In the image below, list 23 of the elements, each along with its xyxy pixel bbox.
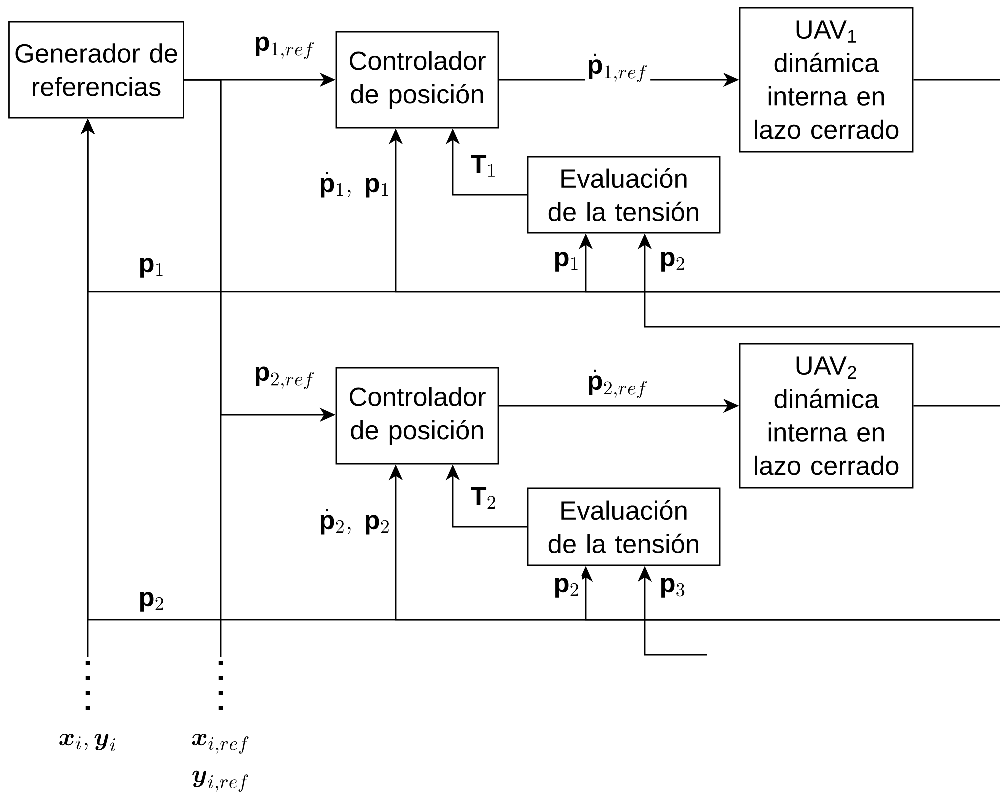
block-box: Controlador de posición <box>336 367 500 465</box>
block-box: UAV$_{2}$ dinámica interna en lazo cerrado <box>739 343 914 489</box>
edge-label: $\mathbf{p}_3$ <box>658 576 688 600</box>
block-box: Evaluación de la tensión <box>527 488 721 566</box>
edge-label: $\mathbf{p}_2$ <box>552 576 582 600</box>
block-box: Controlador de posición <box>336 31 500 129</box>
edge-label: $\dot{\mathbf{p}}_{2,ref}$ <box>585 368 651 400</box>
edge-label: $\mathbf{p}_{2,ref}$ <box>252 364 318 392</box>
signal-label: $\boldsymbol{x}_i, \boldsymbol{y}_i$ <box>60 661 116 752</box>
block-box: UAV$_{1}$ dinámica interna en lazo cerrado <box>739 7 914 153</box>
edge-label: $\dot{\mathbf{p}}_1,\ \mathbf{p}_1$ <box>317 170 393 200</box>
edge-label: $\mathbf{p}_1$ <box>552 250 582 274</box>
block-box: Generador de referencias <box>8 21 184 119</box>
edge-label: $\dot{\mathbf{p}}_2,\ \mathbf{p}_2$ <box>317 507 393 537</box>
edge-label: $\mathbf{T}_1$ <box>468 153 500 179</box>
edge-label: $\mathbf{p}_2$ <box>658 250 688 274</box>
edge-label: $\dot{\mathbf{p}}_{1,ref}$ <box>585 52 651 84</box>
edge-label: $\mathbf{p}_1$ <box>136 256 168 280</box>
edge-label: $\mathbf{p}_{1,ref}$ <box>252 34 318 62</box>
edge-label: $\mathbf{T}_2$ <box>468 485 500 511</box>
block-box: Evaluación de la tensión <box>527 156 721 234</box>
signal-label: $\boldsymbol{x}_{i,ref}$ $\boldsymbol{y}_{i,ref}$ <box>192 661 249 792</box>
edge-label: $\mathbf{p}_2$ <box>136 590 168 614</box>
